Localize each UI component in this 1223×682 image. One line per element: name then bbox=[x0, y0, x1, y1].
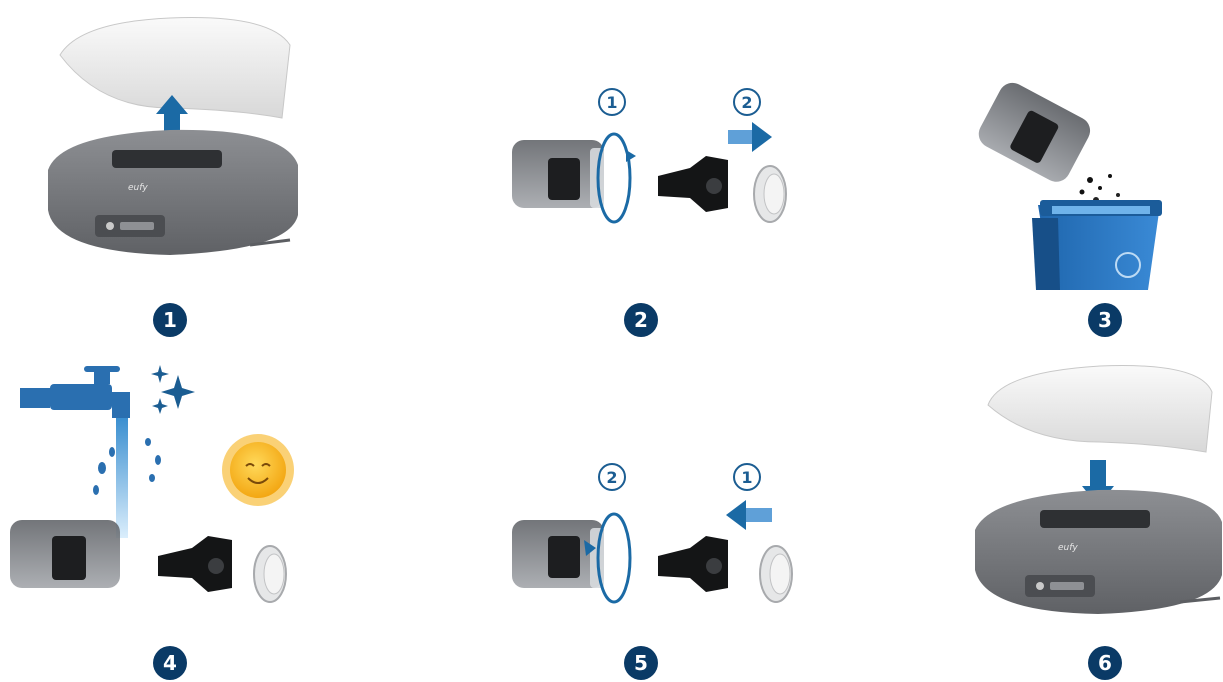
sun-icon bbox=[222, 434, 294, 506]
step-6-badge: 6 bbox=[1088, 646, 1122, 680]
robot-lid bbox=[988, 366, 1212, 452]
substep-2-marker: 2 bbox=[598, 463, 626, 491]
faucet-icon bbox=[20, 366, 130, 418]
step1-illustration: eufy bbox=[48, 18, 298, 255]
water-stream bbox=[116, 418, 128, 538]
right-arrow-icon bbox=[728, 122, 772, 152]
filter-cartridge bbox=[760, 546, 792, 602]
step-4-badge: 4 bbox=[153, 646, 187, 680]
recycle-bin-icon bbox=[1032, 200, 1162, 290]
filter-frame bbox=[658, 156, 728, 212]
step-1-badge: 1 bbox=[153, 303, 187, 337]
filter-frame bbox=[658, 536, 728, 592]
left-arrow-icon bbox=[726, 500, 772, 530]
filter-frame bbox=[158, 536, 232, 592]
sparkle-icon bbox=[151, 365, 195, 414]
filter-cartridge bbox=[754, 166, 786, 222]
robot-vacuum-body: eufy bbox=[975, 490, 1222, 614]
brand-logo: eufy bbox=[1058, 543, 1078, 553]
substep-1-marker: 1 bbox=[598, 88, 626, 116]
substep-1-marker: 1 bbox=[733, 463, 761, 491]
step2-illustration bbox=[512, 122, 786, 222]
step-3-badge: 3 bbox=[1088, 303, 1122, 337]
step-5-badge: 5 bbox=[624, 646, 658, 680]
step-2-badge: 2 bbox=[624, 303, 658, 337]
step6-illustration: eufy bbox=[975, 366, 1222, 614]
brand-logo: eufy bbox=[128, 183, 148, 193]
substep-2-marker: 2 bbox=[733, 88, 761, 116]
robot-vacuum-body: eufy bbox=[48, 130, 298, 255]
step3-illustration bbox=[974, 78, 1162, 290]
step5-illustration bbox=[512, 500, 792, 602]
filter-cartridge bbox=[254, 546, 286, 602]
dust-bin-tilted bbox=[974, 78, 1095, 187]
step4-illustration bbox=[10, 365, 294, 602]
